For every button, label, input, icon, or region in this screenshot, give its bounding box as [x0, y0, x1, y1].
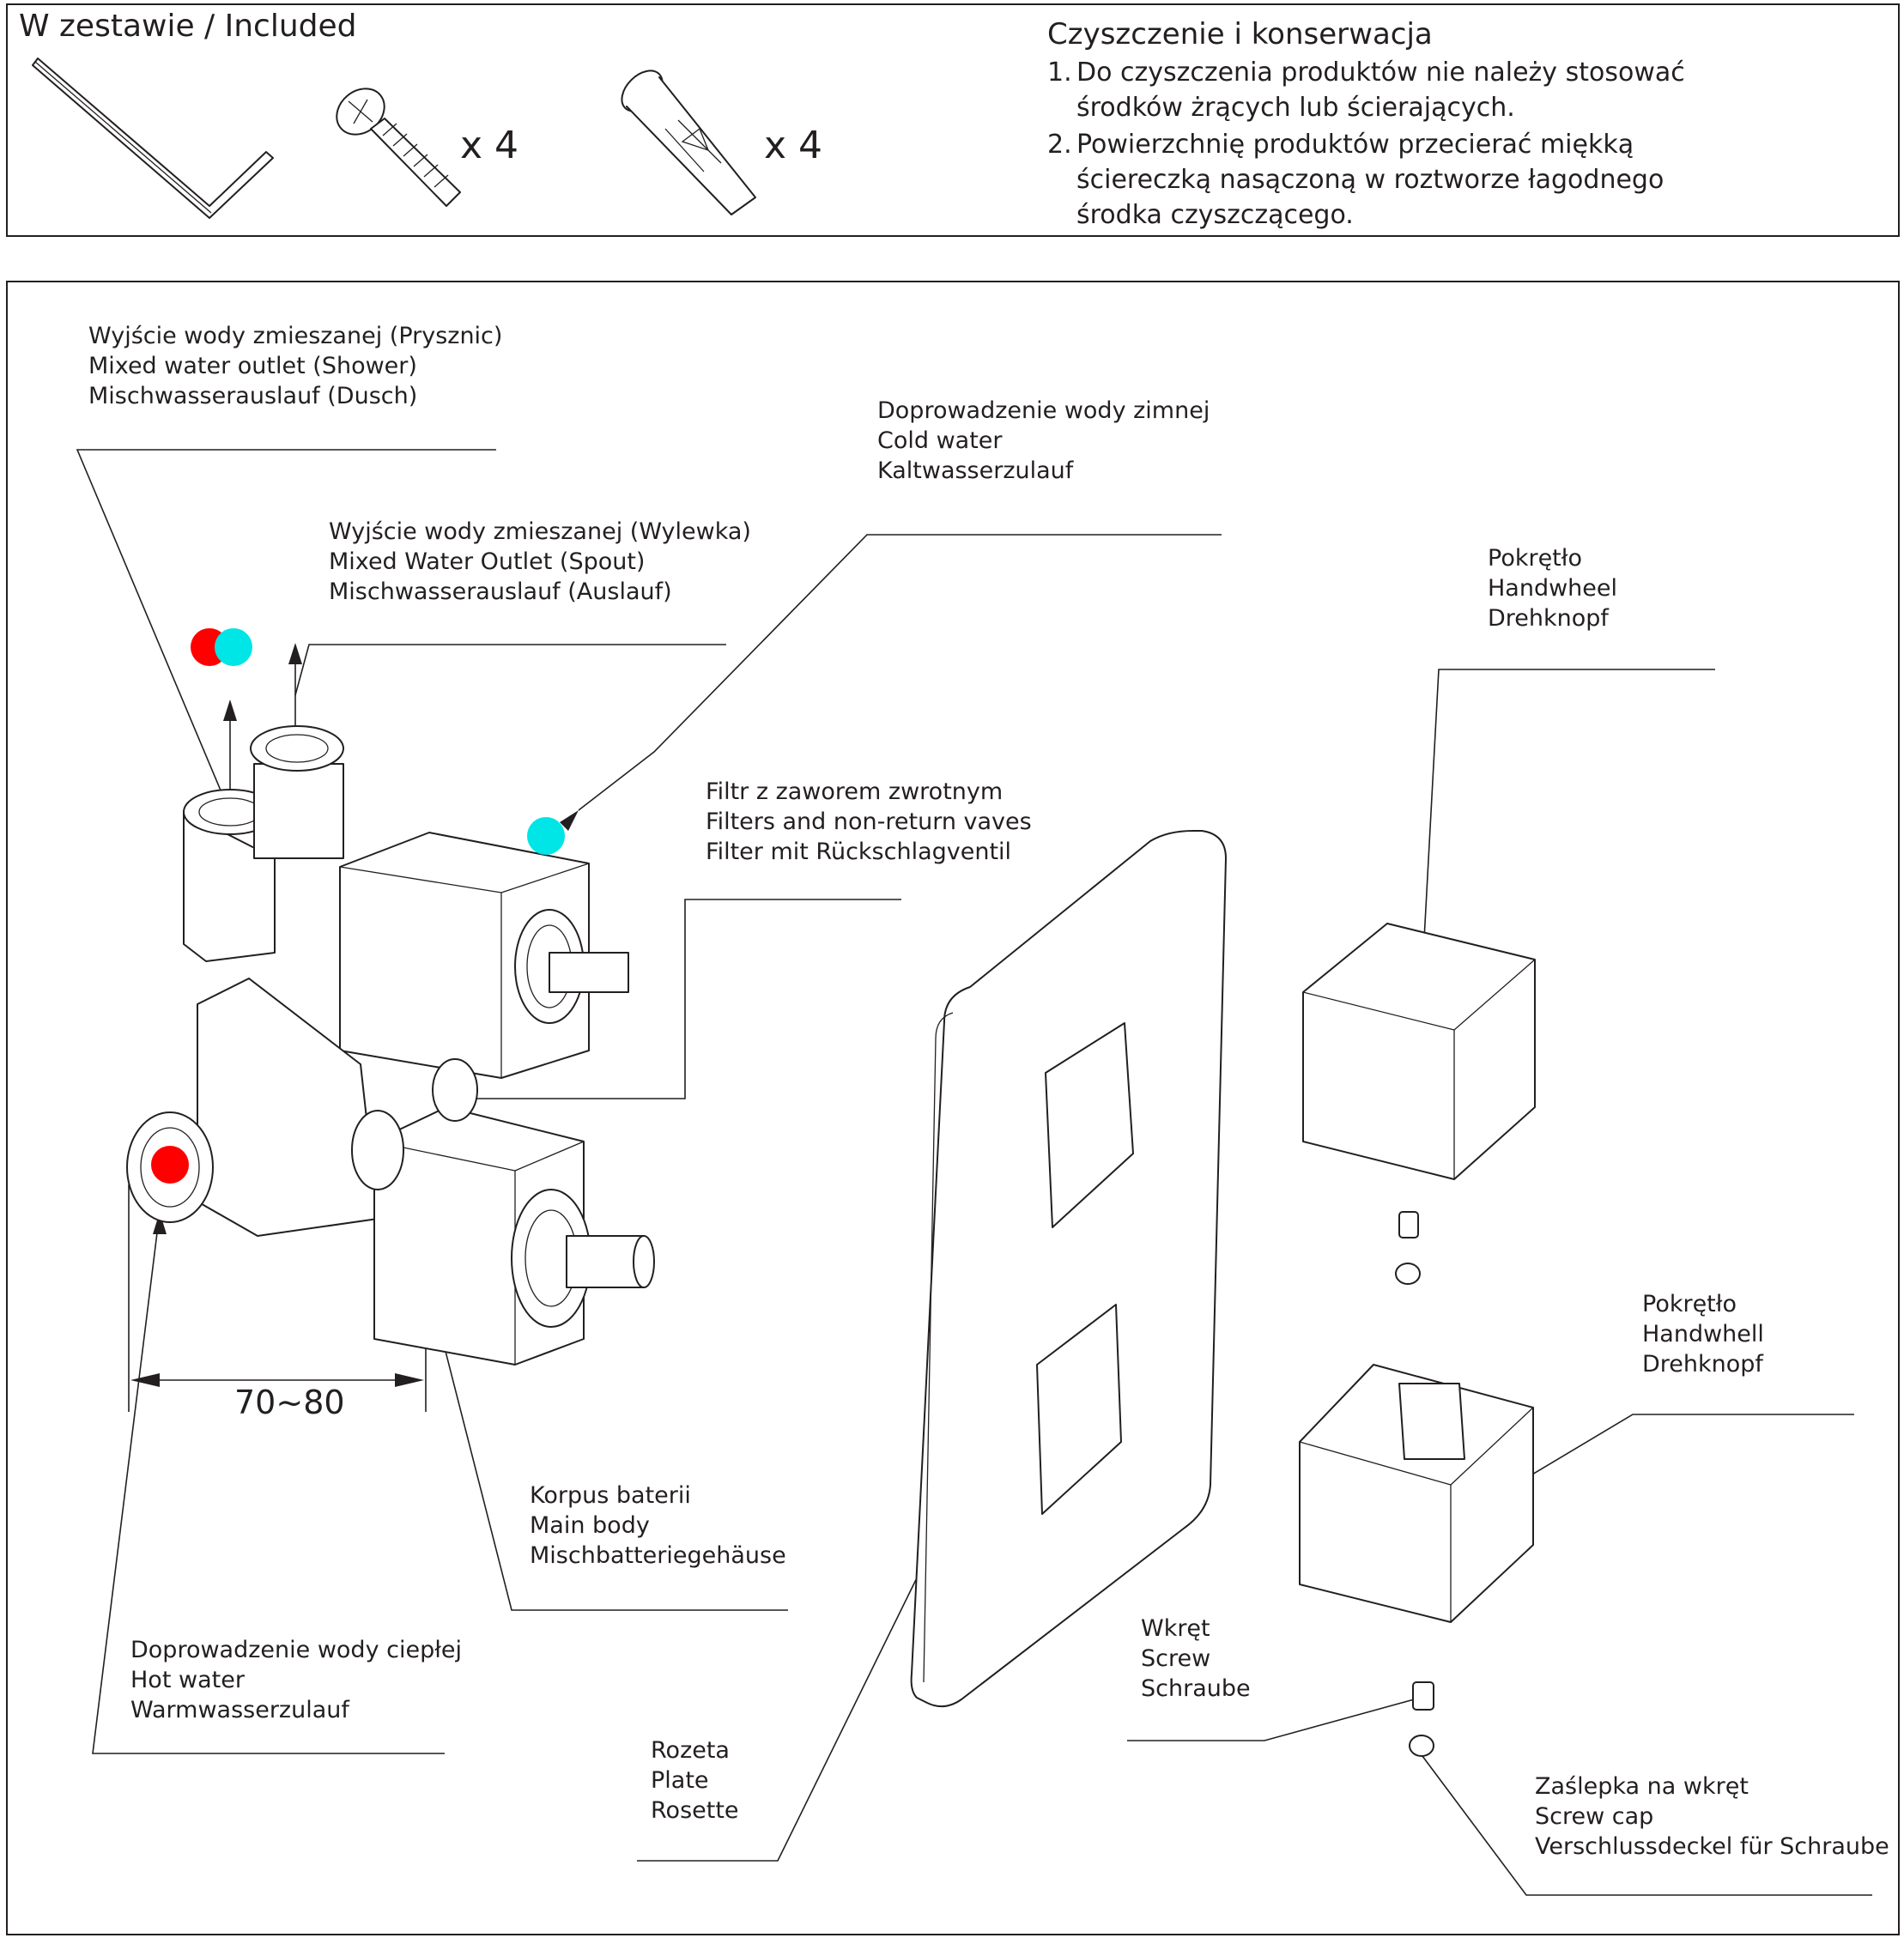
care-item-2-line-2: ściereczką nasączoną w roztworze łagodne…	[1076, 165, 1664, 195]
handwheel-bottom	[1299, 1364, 1534, 1623]
label-spout-outlet-de: Mischwasserauslauf (Auslauf)	[329, 578, 672, 605]
cold-outlet-dot	[215, 628, 252, 666]
care-title: Czyszczenie i konserwacja	[1047, 17, 1433, 51]
label-handwheel-top-en: Handwheel	[1488, 575, 1618, 602]
care-list: 1. Do czyszczenia produktów nie należy s…	[1047, 55, 1685, 233]
label-cold-water: Doprowadzenie wody zimnej Cold water Kal…	[877, 396, 1210, 486]
label-spout-outlet-en: Mixed Water Outlet (Spout)	[329, 548, 646, 575]
label-shower-outlet-pl: Wyjście wody zmieszanej (Prysznic)	[88, 323, 503, 349]
label-cold-water-pl: Doprowadzenie wody zimnej	[877, 397, 1210, 424]
label-handwheel-bottom-pl: Pokrętło	[1642, 1291, 1737, 1317]
label-screw-de: Schraube	[1141, 1675, 1251, 1702]
hot-inlet-dot	[151, 1146, 189, 1184]
cold-inlet-dot	[527, 817, 565, 855]
label-plate-pl: Rozeta	[651, 1737, 730, 1764]
label-spout-outlet-pl: Wyjście wody zmieszanej (Wylewka)	[329, 518, 751, 545]
label-main-body-de: Mischbatteriegehäuse	[530, 1542, 786, 1569]
care-item-2-line-3: środka czyszczącego.	[1076, 200, 1354, 230]
care-item-1-num: 1.	[1047, 58, 1072, 88]
screw-top	[1395, 1211, 1421, 1285]
label-spout-outlet: Wyjście wody zmieszanej (Wylewka) Mixed …	[329, 517, 751, 607]
label-plate: Rozeta Plate Rosette	[651, 1735, 739, 1826]
screw-icon	[336, 88, 461, 207]
label-screw: Wkręt Screw Schraube	[1141, 1614, 1251, 1704]
label-handwheel-bottom: Pokrętło Handwhell Drehknopf	[1642, 1289, 1764, 1379]
label-plate-en: Plate	[651, 1767, 709, 1794]
main-body	[126, 725, 655, 1366]
label-shower-outlet-de: Mischwasserauslauf (Dusch)	[88, 383, 418, 409]
label-plate-de: Rosette	[651, 1797, 739, 1824]
care-item-1-line-2: środków żrących lub ścierających.	[1076, 93, 1515, 123]
plate	[910, 830, 1227, 1708]
wall-plug-icon	[621, 70, 756, 215]
care-item-1: 1. Do czyszczenia produktów nie należy s…	[1047, 55, 1685, 125]
label-hot-water-en: Hot water	[130, 1667, 245, 1693]
label-screw-cap: Zaślepka na wkręt Screw cap Verschlussde…	[1535, 1771, 1889, 1862]
label-handwheel-top: Pokrętło Handwheel Drehknopf	[1488, 543, 1617, 633]
label-screw-en: Screw	[1141, 1645, 1211, 1672]
label-handwheel-top-pl: Pokrętło	[1488, 545, 1582, 572]
leader-lines	[76, 449, 1872, 1896]
anchor-quantity: x 4	[764, 124, 823, 167]
label-hot-water-de: Warmwasserzulauf	[130, 1697, 349, 1723]
care-item-2-num: 2.	[1047, 130, 1072, 160]
label-hot-water: Doprowadzenie wody ciepłej Hot water War…	[130, 1635, 462, 1725]
label-filter-en: Filters and non-return vaves	[706, 808, 1032, 835]
label-cold-water-en: Cold water	[877, 427, 1003, 454]
label-main-body: Korpus baterii Main body Mischbatteriege…	[530, 1481, 786, 1571]
care-item-1-line-1: Do czyszczenia produktów nie należy stos…	[1076, 58, 1685, 88]
label-screw-cap-pl: Zaślepka na wkręt	[1535, 1773, 1749, 1800]
label-cold-water-de: Kaltwasserzulauf	[877, 457, 1074, 484]
label-shower-outlet-en: Mixed water outlet (Shower)	[88, 353, 417, 379]
included-title: W zestawie / Included	[19, 9, 357, 44]
screw-bottom	[1409, 1681, 1434, 1757]
care-item-2-line-1: Powierzchnię produktów przecierać miękką	[1076, 130, 1634, 160]
label-hot-water-pl: Doprowadzenie wody ciepłej	[130, 1637, 463, 1663]
diagram-panel	[6, 281, 1900, 1935]
label-handwheel-bottom-en: Handwhell	[1642, 1321, 1764, 1347]
label-screw-cap-de: Verschlussdeckel für Schraube	[1535, 1833, 1889, 1860]
screw-quantity: x 4	[460, 124, 519, 167]
label-screw-cap-en: Screw cap	[1535, 1803, 1654, 1830]
label-screw-pl: Wkręt	[1141, 1615, 1210, 1642]
label-shower-outlet: Wyjście wody zmieszanej (Prysznic) Mixed…	[88, 321, 502, 411]
label-filter-de: Filter mit Rückschlagventil	[706, 839, 1012, 865]
dimension-label: 70~80	[234, 1384, 345, 1421]
care-item-2: 2. Powierzchnię produktów przecierać mię…	[1047, 127, 1685, 233]
handwheel-top	[1302, 923, 1536, 1180]
label-handwheel-top-de: Drehknopf	[1488, 605, 1609, 632]
label-handwheel-bottom-de: Drehknopf	[1642, 1351, 1763, 1378]
label-filter-pl: Filtr z zaworem zwrotnym	[706, 778, 1004, 805]
included-panel	[6, 3, 1900, 237]
allen-key-icon	[32, 58, 274, 219]
label-main-body-pl: Korpus baterii	[530, 1482, 691, 1509]
label-filter: Filtr z zaworem zwrotnym Filters and non…	[706, 777, 1032, 867]
label-main-body-en: Main body	[530, 1512, 650, 1539]
